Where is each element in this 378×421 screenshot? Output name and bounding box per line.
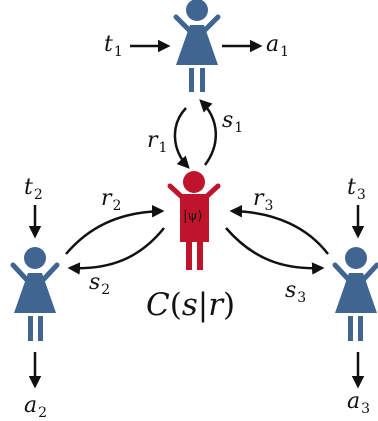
left-person-figure: [10, 247, 60, 341]
label-t3: t3: [347, 175, 366, 203]
right-person-figure: [332, 247, 378, 341]
label-r2: r2: [101, 186, 122, 214]
channel-function-label: C(s|r): [146, 287, 236, 323]
r3-arrow: [229, 204, 329, 255]
label-t1: t1: [104, 32, 123, 60]
label-a3: a3: [347, 389, 371, 417]
label-s3: s3: [285, 278, 307, 306]
r2-arrow: [65, 204, 165, 255]
label-t2: t2: [24, 175, 43, 203]
label-a1: a1: [266, 32, 290, 60]
top-person-figure: [173, 0, 221, 92]
s2-arrow: [67, 227, 165, 275]
label-r1: r1: [147, 128, 168, 156]
central-person-figure: [167, 171, 221, 270]
s1-arrow: [199, 99, 218, 166]
label-a2: a2: [24, 393, 48, 421]
label-s2: s2: [89, 270, 111, 298]
s3-arrow: [225, 227, 325, 275]
r1-arrow: [173, 107, 190, 169]
label-s1: s1: [222, 108, 244, 136]
central-state-label: |ψ⟩: [183, 209, 203, 224]
label-r3: r3: [253, 186, 274, 214]
